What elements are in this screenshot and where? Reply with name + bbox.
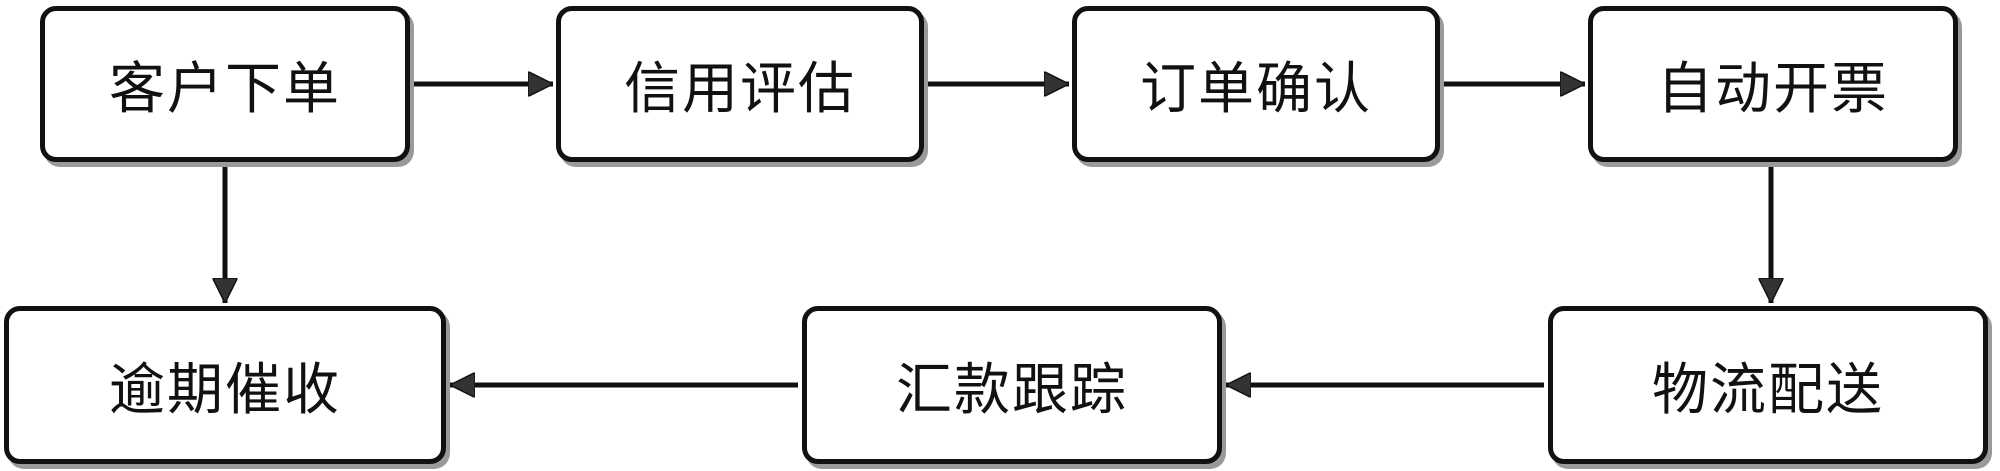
node-logistics-delivery: 物流配送: [1548, 306, 1988, 464]
node-credit-assessment: 信用评估: [556, 6, 924, 162]
node-label-overdue-collection: 逾期催收: [109, 357, 341, 423]
node-label-logistics-delivery: 物流配送: [1652, 357, 1884, 423]
node-order-confirmation: 订单确认: [1072, 6, 1440, 162]
node-label-order-confirmation: 订单确认: [1140, 56, 1372, 122]
node-label-customer-order: 客户下单: [109, 56, 341, 122]
node-label-credit-assessment: 信用评估: [624, 56, 856, 122]
node-customer-order: 客户下单: [40, 6, 410, 162]
node-label-auto-invoicing: 自动开票: [1657, 56, 1889, 122]
node-auto-invoicing: 自动开票: [1588, 6, 1958, 162]
node-overdue-collection: 逾期催收: [4, 306, 446, 464]
node-label-remittance-tracking: 汇款跟踪: [896, 357, 1128, 423]
node-remittance-tracking: 汇款跟踪: [802, 306, 1222, 464]
